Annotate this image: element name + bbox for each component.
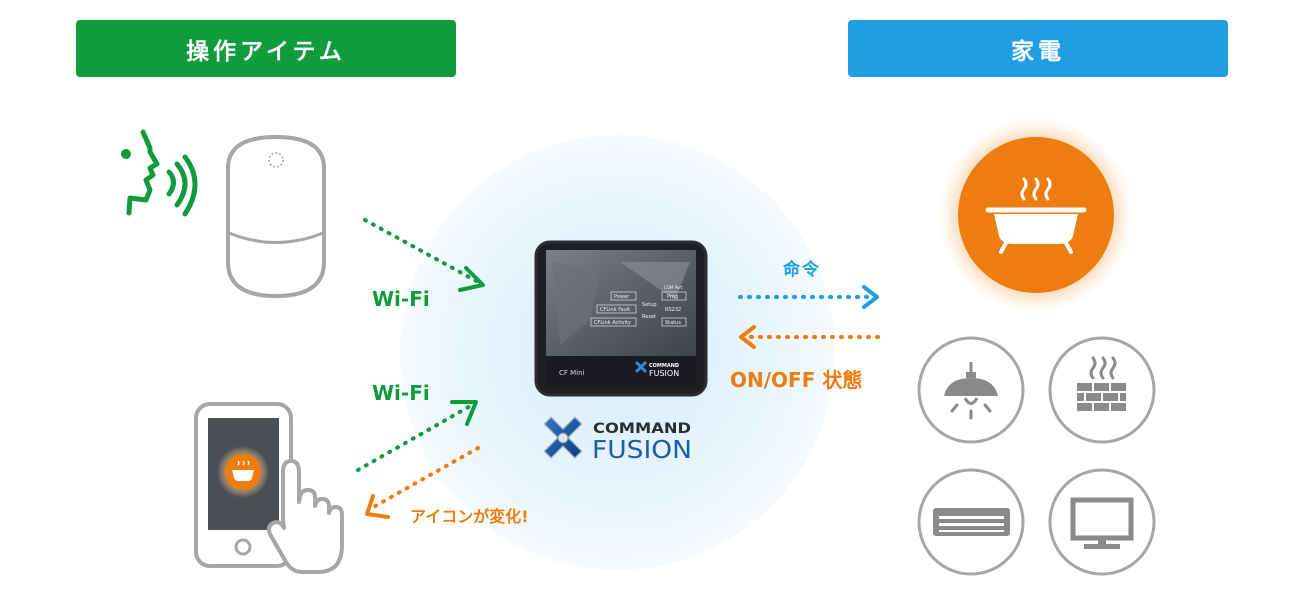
pendant-lamp-icon [944, 362, 998, 420]
arrow-hub-to-phone [365, 446, 480, 519]
lamp-appliance [917, 336, 1025, 444]
bath-appliance [938, 117, 1134, 313]
speaking-face-icon [121, 129, 198, 217]
device-button-activity: CFLink Activity [594, 320, 631, 326]
aircon-appliance [917, 468, 1025, 576]
device-com-label: COM Port [664, 285, 683, 290]
device-setup-label: Setup [642, 302, 657, 308]
device-label-rs232: RS232 [665, 307, 681, 313]
svg-text:FUSION: FUSION [649, 369, 679, 378]
arrow-hub-to-bath [738, 285, 879, 309]
label-wifi-phone: Wi-Fi [372, 381, 430, 405]
label-icon-change: アイコンが変化! [410, 507, 529, 526]
label-wifi-speaker: Wi-Fi [372, 287, 430, 311]
svg-text:COMMAND: COMMAND [649, 363, 679, 369]
floor-heating-appliance [1048, 336, 1156, 444]
air-conditioner-icon [933, 508, 1010, 536]
header-control-items: 操作アイテム [76, 20, 456, 77]
smart-speaker-icon [226, 134, 326, 299]
cf-mini-device: Power CFLink Fault CFLink Activity Setup… [534, 240, 708, 397]
bathtub-icon [985, 177, 1087, 254]
device-button-fault: CFLink Fault [600, 307, 630, 313]
arrow-speaker-to-hub [363, 218, 485, 292]
device-button-prog: Prog [667, 294, 678, 300]
command-fusion-logo: COMMAND FUSION [543, 416, 692, 464]
device-model-label: CF Mini [559, 369, 585, 377]
arrow-phone-to-hub [356, 400, 478, 472]
floor-heating-icon [1077, 356, 1126, 411]
arrow-bath-to-hub [739, 325, 880, 349]
pointing-hand-icon [266, 459, 344, 574]
logo-line2: FUSION [592, 435, 692, 464]
smartphone-icon [194, 402, 293, 568]
television-icon [1070, 497, 1134, 549]
header-appliances: 家電 [848, 20, 1228, 77]
label-onoff-status: ON/OFF 状態 [730, 368, 863, 392]
device-reset-label: Reset [642, 314, 656, 320]
logo-line1: COMMAND [593, 421, 691, 437]
device-small-logo: COMMAND FUSION [634, 360, 679, 378]
device-button-power: Power [614, 294, 630, 300]
tv-appliance [1048, 468, 1156, 576]
device-button-status: Status [665, 320, 681, 326]
label-command: 命令 [783, 260, 821, 280]
